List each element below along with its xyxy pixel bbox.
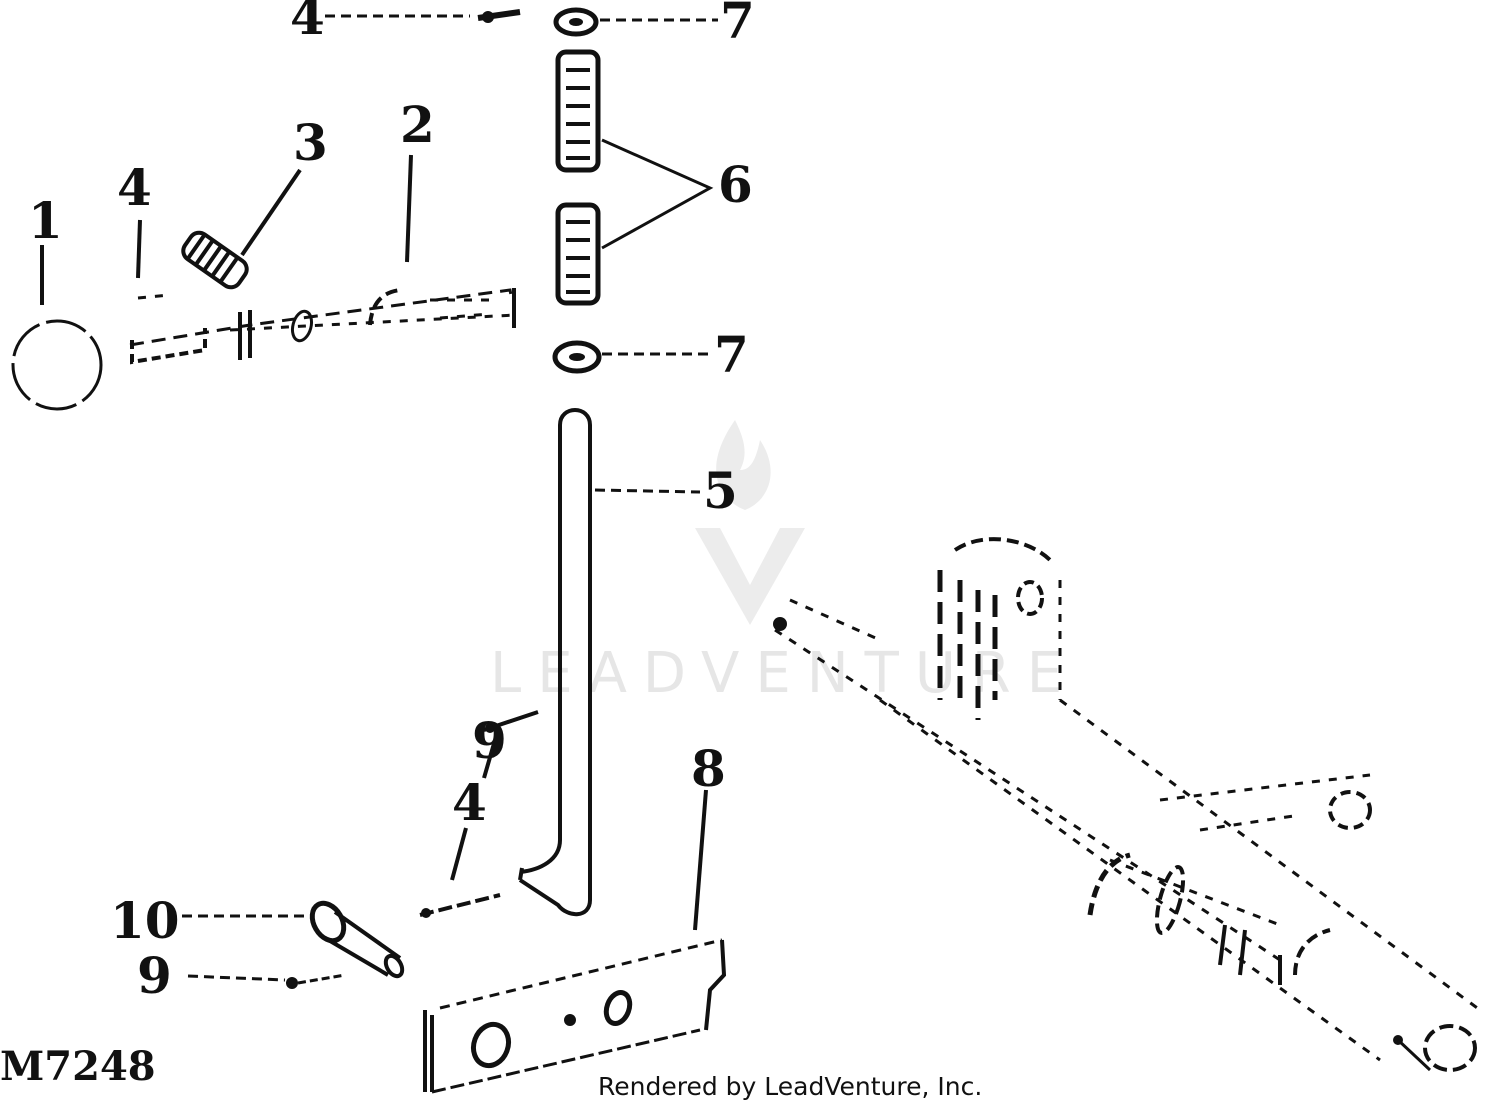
callout-6: 6	[718, 155, 753, 214]
compression-spring-icon	[555, 49, 601, 306]
lever-arm-icon	[129, 288, 516, 365]
mower-frame-icon	[773, 537, 1481, 1072]
callout-5: 5	[703, 461, 738, 520]
leader-line-4a	[136, 219, 142, 279]
spring-icon	[181, 230, 249, 290]
leader-line-9a	[482, 739, 497, 779]
callout-4-left: 4	[117, 158, 152, 217]
callout-4-bottom: 4	[452, 773, 487, 832]
callout-9-lower: 9	[137, 946, 172, 1005]
control-rod-icon	[518, 408, 592, 917]
leader-line-9b	[187, 974, 286, 982]
figure-id: M7248	[0, 1043, 156, 1090]
callout-2: 2	[400, 95, 435, 154]
leader-line-6	[601, 138, 714, 250]
callout-4-top: 4	[290, 0, 325, 46]
credit-line: Rendered by LeadVenture, Inc.	[598, 1072, 982, 1101]
callout-7-middle: 7	[714, 325, 749, 384]
leader-line-4c	[450, 827, 468, 881]
bellcrank-plate-icon	[423, 938, 727, 1094]
cotter-pin-icon-lower	[419, 710, 539, 918]
cotter-pin-icon	[477, 9, 521, 23]
leader-line-5	[594, 488, 701, 494]
callout-7-top: 7	[720, 0, 755, 50]
callout-9-upper: 9	[472, 711, 507, 770]
washer-icon-lower	[552, 340, 602, 374]
callout-10: 10	[110, 891, 180, 950]
pin-icon	[286, 973, 346, 989]
washer-icon	[553, 7, 599, 37]
leader-line-2	[405, 154, 413, 263]
leadventure-flame-v-logo-icon	[695, 420, 805, 625]
watermark-text: LEADVENTURE	[490, 641, 1078, 706]
leader-line-3	[240, 168, 302, 257]
callout-3: 3	[293, 113, 328, 172]
clevis-pin-icon	[309, 900, 405, 979]
leader-line-8	[693, 789, 708, 931]
ball-knob-icon	[11, 319, 103, 411]
callout-1: 1	[28, 191, 63, 250]
callout-8: 8	[691, 739, 726, 798]
